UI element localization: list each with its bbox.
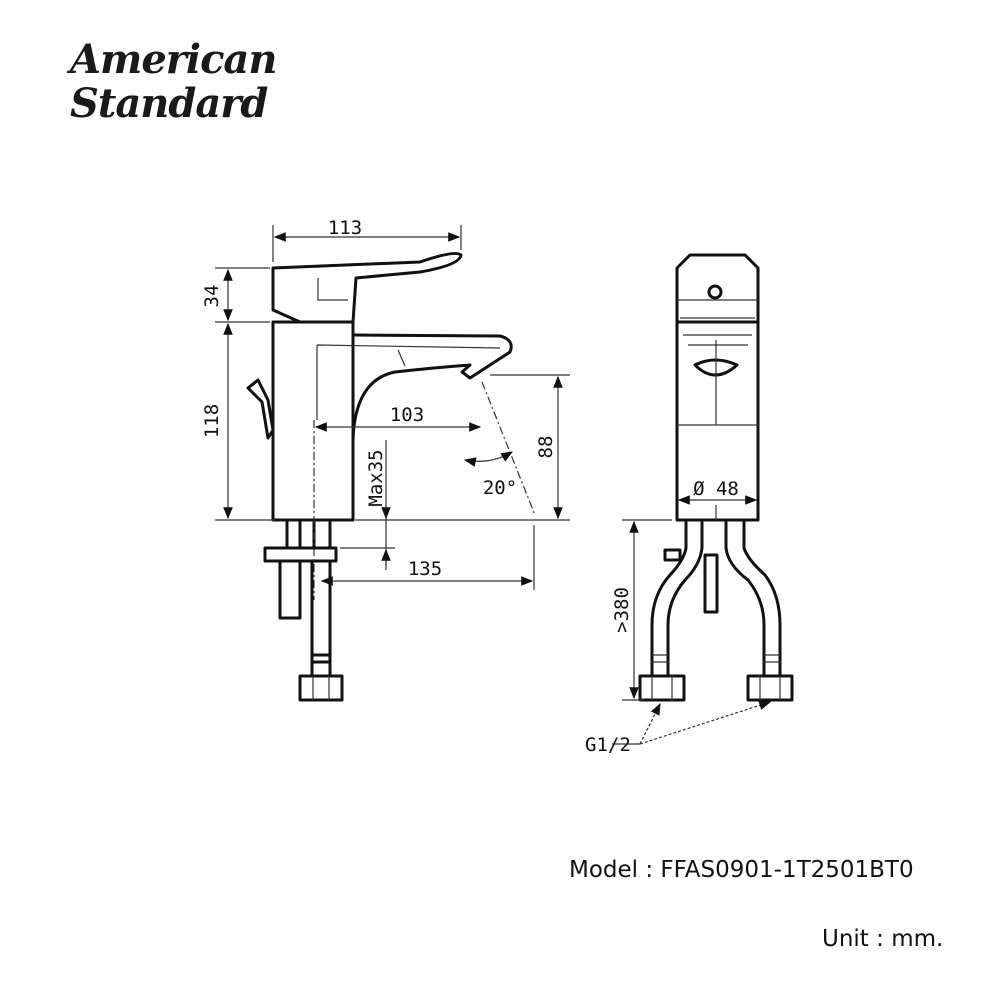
american-standard-logo: American Standard: [70, 36, 277, 127]
dim-113: 113: [328, 217, 362, 239]
front-dimensions: Ø 48 >380 G1/2: [585, 478, 772, 756]
logo-line-1: American: [70, 36, 277, 83]
dim-380: >380: [611, 587, 633, 633]
pop-up-lever: [246, 378, 275, 440]
faucet-body: [271, 320, 355, 522]
front-handle: [675, 253, 760, 324]
faucet-handle: [271, 252, 463, 324]
left-nut: [638, 674, 686, 702]
dim-103: 103: [390, 404, 424, 426]
dim-g1-2: G1/2: [585, 734, 631, 756]
side-dimensions: 113 34 118 103 88 Max35 135 20°: [201, 217, 570, 590]
unit-label: Unit : mm.: [822, 926, 944, 952]
front-view: [638, 253, 794, 702]
hose-nut: [298, 674, 344, 702]
dim-max35: Max35: [365, 449, 387, 506]
logo-line-2: Standard: [70, 80, 268, 127]
front-body: [675, 320, 760, 522]
dim-88: 88: [535, 436, 557, 459]
side-view: [246, 252, 536, 702]
dim-118: 118: [201, 404, 223, 438]
dim-diameter-48: Ø 48: [693, 478, 739, 500]
dim-135: 135: [408, 558, 442, 580]
dim-20-deg: 20°: [483, 477, 517, 499]
model-number: Model : FFAS0901-1T2501BT0: [569, 857, 914, 883]
right-nut: [746, 674, 794, 702]
dim-34: 34: [201, 285, 223, 308]
faucet-spout: [351, 333, 513, 441]
